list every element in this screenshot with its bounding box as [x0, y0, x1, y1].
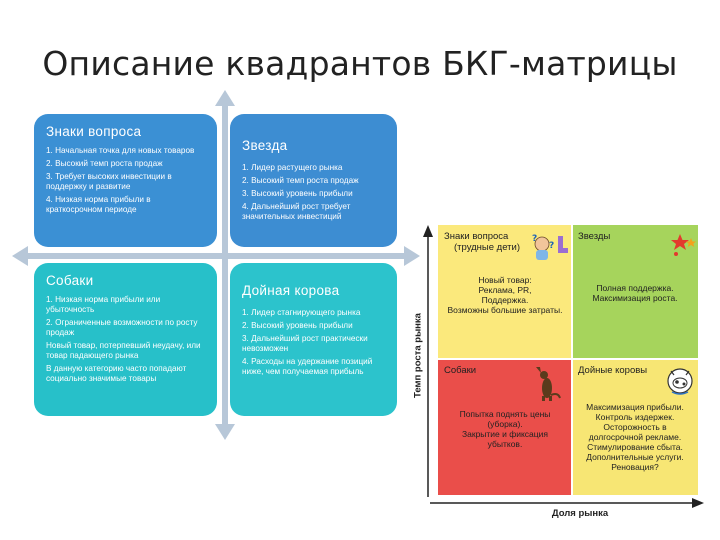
card-title: Знаки вопроса — [46, 124, 142, 139]
card-dogs: Собаки 1. Низкая норма прибыли или убыто… — [34, 263, 217, 416]
cell-header: Знаки вопроса (трудные дети) — [444, 231, 520, 253]
card-cash-cow: Дойная корова 1. Лидер стагнирующего рын… — [230, 263, 397, 416]
svg-text:?: ? — [532, 234, 537, 244]
svg-text:?: ? — [549, 241, 554, 251]
card-title: Собаки — [46, 273, 94, 288]
card-line: 2. Высокий темп роста продаж — [46, 159, 163, 168]
card-line: 1. Лидер растущего рынка — [242, 163, 343, 172]
card-line: 2. Высокий темп роста продаж — [242, 176, 359, 185]
card-line: 1. Начальная точка для новых товаров — [46, 146, 195, 155]
card-line: 1. Низкая норма прибыли или убыточность — [46, 295, 161, 314]
card-line: 4. Расходы на удержание позиций ниже, че… — [242, 357, 373, 376]
cell-body: Максимизация прибыли. Контроль издержек.… — [586, 402, 684, 472]
card-line: В данную категорию часто попадают социал… — [46, 364, 187, 383]
matrix-divider-horizontal — [438, 358, 698, 360]
page-title: Описание квадрантов БКГ-матрицы — [42, 44, 678, 83]
card-title: Дойная корова — [242, 283, 340, 298]
matrix-cell-question-marks: Знаки вопроса (трудные дети) Новый товар… — [438, 225, 572, 359]
card-title: Звезда — [242, 138, 288, 153]
card-line: 3. Высокий уровень прибыли — [242, 189, 353, 198]
card-line: 1. Лидер стагнирующего рынка — [242, 308, 361, 317]
card-star: Звезда 1. Лидер растущего рынка 2. Высок… — [230, 114, 397, 247]
cell-header: Звезды — [578, 231, 611, 242]
card-line: 2. Высокий уровень прибыли — [242, 321, 353, 330]
x-axis-arrow — [430, 498, 704, 508]
cell-body: Полная поддержка. Максимизация роста. — [592, 283, 678, 303]
card-line: Новый товар, потерпевший неудачу, или то… — [46, 341, 201, 360]
stars-icon — [671, 234, 696, 256]
dog-icon — [536, 367, 561, 401]
card-line: 3. Дальнейший рост практически невозможе… — [242, 334, 368, 353]
y-axis-label: Темп роста рынка — [412, 313, 424, 398]
x-axis-label: Доля рынка — [551, 508, 609, 519]
card-line: 3. Требует высоких инвестиции в поддержк… — [46, 172, 172, 191]
cell-body: Попытка поднять цены (уборка). Закрытие … — [459, 409, 551, 449]
card-line: 4. Дальнейший рост требует значительных … — [242, 202, 351, 221]
matrix-divider-vertical — [571, 225, 573, 495]
cell-body: Новый товар: Реклама, PR, Поддержка. Воз… — [447, 275, 563, 315]
cow-icon — [667, 368, 693, 395]
card-question-marks: Знаки вопроса 1. Начальная точка для нов… — [34, 114, 217, 247]
cell-header: Собаки — [444, 365, 477, 376]
card-line: 4. Низкая норма прибыли в краткосрочном … — [46, 195, 151, 214]
cell-header: Дойные коровы — [578, 365, 648, 376]
card-line: 2. Ограниченные возможности по росту про… — [46, 318, 198, 337]
y-axis-arrow — [423, 225, 433, 497]
question-kid-icon: ? ? — [532, 234, 568, 260]
